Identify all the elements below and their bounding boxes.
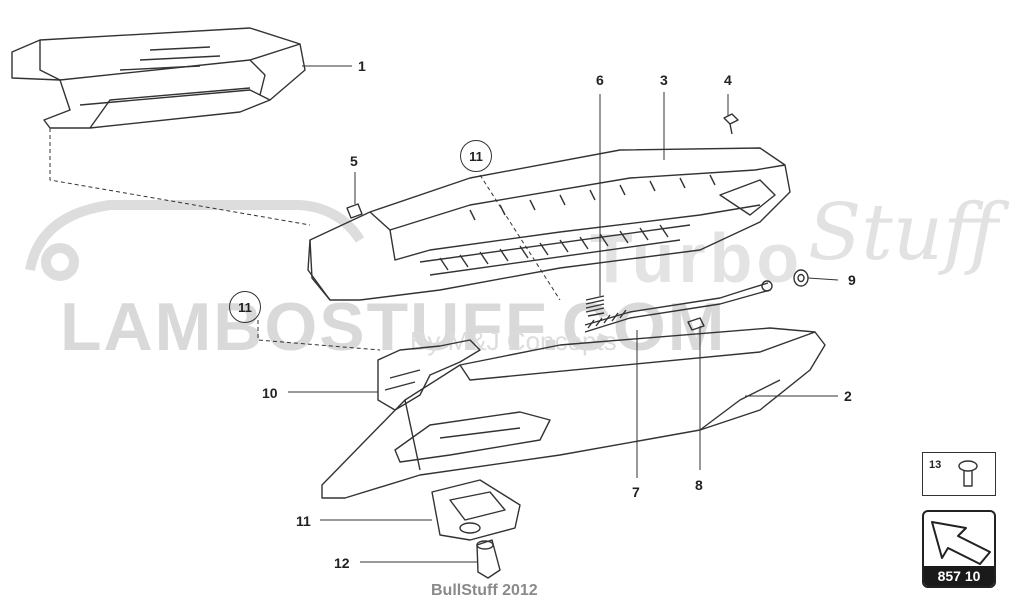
callout-4: 4	[724, 72, 732, 88]
part-1-housing	[11, 27, 306, 129]
reference-arrow-icon	[931, 521, 991, 565]
reference-code: 857 10	[924, 566, 994, 586]
circled-callout-11-left: 11	[229, 291, 261, 323]
callout-5: 5	[350, 153, 358, 169]
part-8-pin	[687, 317, 705, 331]
callout-3: 3	[660, 72, 668, 88]
callout-6: 6	[596, 72, 604, 88]
part-7-damper-rod	[584, 280, 773, 333]
part-3-lid-frame	[307, 147, 791, 301]
part-6-spring	[585, 295, 605, 317]
callout-7: 7	[632, 484, 640, 500]
callout-1: 1	[358, 58, 366, 74]
part-5-clip	[346, 203, 363, 219]
dashed-leaders	[49, 128, 561, 351]
callout-12: 12	[334, 555, 350, 571]
reference-box: 857 10	[922, 510, 996, 588]
part-11-handle	[431, 479, 521, 541]
part-13-label: 13	[929, 459, 942, 471]
part-4-screw	[723, 113, 739, 135]
part-10-latch	[377, 339, 481, 411]
part-2-lid-panel	[321, 327, 826, 499]
watermark-car-icon	[25, 200, 365, 281]
part-13-box: 13	[922, 452, 996, 496]
part-12-lock-cylinder	[476, 539, 501, 579]
watermark-main: LAMBOSTUFF.COM	[60, 289, 727, 365]
watermark-script: Stuff	[808, 188, 999, 278]
callout-10: 10	[262, 385, 278, 401]
callout-8: 8	[695, 477, 703, 493]
callout-2: 2	[844, 388, 852, 404]
part-9-washer	[793, 269, 809, 287]
part-13-screw	[958, 460, 978, 487]
callout-11: 11	[296, 513, 311, 529]
leader-lines	[288, 65, 839, 563]
footer-credit: BullStuff 2012	[431, 582, 538, 599]
circled-callout-11-top: 11	[460, 140, 492, 172]
callout-9: 9	[848, 272, 856, 288]
watermark-sub: By M&J Concepts	[410, 326, 617, 356]
